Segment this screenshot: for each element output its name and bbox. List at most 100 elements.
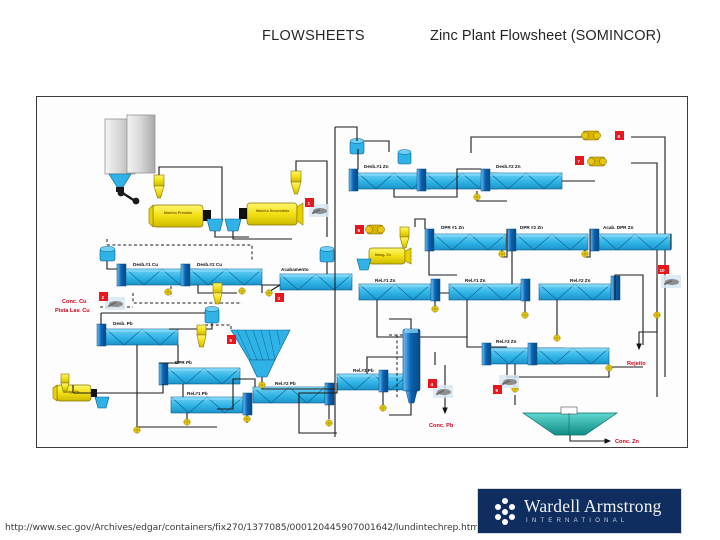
column-cell-pb xyxy=(402,328,421,404)
cell-label-desb1cu: Desb.#1 Cu xyxy=(133,262,158,267)
page-title-zinc-plant: Zinc Plant Flowsheet (SOMINCOR) xyxy=(430,28,662,44)
tank-pb-feed xyxy=(204,306,220,324)
spiral-dashed xyxy=(205,324,232,330)
cell-label-rel1pb: Rel.#1 Pb xyxy=(187,391,208,396)
cell-label-desb1zn: Desb.#1 Zn xyxy=(364,164,389,169)
cell-acabamento-cu: Acabamento xyxy=(279,267,353,291)
cell-label-rel2pb: Rel.#2 Pb xyxy=(275,381,296,386)
cell-desb1zn: Desb.#1 Zn xyxy=(348,164,499,192)
mill-secondary-label: Moinho Secundário xyxy=(256,209,290,213)
sampler-1: 1 xyxy=(305,198,330,218)
badge-label-2: 2 xyxy=(102,295,105,300)
badge-5: 5 xyxy=(227,335,236,344)
tank-acab-cu xyxy=(319,246,335,263)
spiral-pipes xyxy=(261,377,335,390)
cell-rel3pb: Rel.#3 Pb xyxy=(336,368,410,393)
cyclone-pb-feed xyxy=(196,324,207,348)
gearbox-icon-8 xyxy=(581,130,601,141)
pump-pb-2 xyxy=(325,419,333,427)
pb-column-pipes xyxy=(389,318,412,416)
tank-zn-2 xyxy=(397,149,412,165)
cell-label-desbpb: Desb. Pb xyxy=(113,321,133,326)
pump-rel-1 xyxy=(431,305,439,313)
cell-label-desb2cu: Desb.#2 Cu xyxy=(197,262,222,267)
stream-label-conc-cu: Conc. Cu xyxy=(62,299,87,305)
flowsheet-svg: Moinho Primário Moinho Secundário xyxy=(52,114,682,445)
thickener-pipes xyxy=(514,395,612,444)
feed-silos xyxy=(104,114,156,192)
mill-primary: Moinho Primário xyxy=(148,204,211,228)
cell-label-acab-cu: Acabamento xyxy=(281,267,309,272)
cell-dprpb: DPR Pb xyxy=(158,360,241,386)
cell-desb2zn: Desb.#2 Zn xyxy=(480,164,563,192)
thickener-zn xyxy=(521,406,619,436)
badge-label-1: 1 xyxy=(308,201,311,206)
pump-box-primary xyxy=(206,218,224,232)
rejeito-pipes xyxy=(636,279,658,351)
cell-label-acabdprzn: Acab. DPR Zn xyxy=(603,225,634,230)
pump-rejeito xyxy=(653,311,661,319)
gearbox-icon-6 xyxy=(365,224,385,235)
page-title-flowsheets: FLOWSHEETS xyxy=(262,28,365,44)
pump-pb-5 xyxy=(133,426,141,434)
cell-label-dprpb: DPR Pb xyxy=(175,360,192,365)
wardell-armstrong-logo: Wardell Armstrong INTERNATIONAL xyxy=(477,488,682,534)
tank-cu-feed xyxy=(99,246,116,262)
cell-label-dpr2zn: DPR #2 Zn xyxy=(520,225,543,230)
pump-pb-3 xyxy=(379,404,387,412)
stream-label-rejeito: Rejeito xyxy=(627,361,646,367)
pump-dpr-2 xyxy=(581,250,589,258)
pump-pb-1 xyxy=(243,415,251,423)
conveyor-feeder xyxy=(117,189,140,205)
badge-label-4: 4 xyxy=(431,382,434,387)
cell-desb1cu: Desb.#1 Cu xyxy=(116,262,199,287)
badge-3: 3 xyxy=(275,293,284,302)
badge-label-5: 5 xyxy=(230,338,233,343)
pump-rel-2 xyxy=(521,311,529,319)
pump-dpr-1 xyxy=(498,250,506,258)
pump-box-secondary xyxy=(224,218,242,232)
sampler-2: 2 xyxy=(99,292,126,311)
cell-rel1zn-b: Rel.#1 Zn xyxy=(448,278,531,302)
grinding-pipes xyxy=(158,160,328,240)
cell-rel3zn: Rel.#3 Zn xyxy=(481,339,610,366)
badge-label-10: 10 xyxy=(660,268,666,273)
mill-zn-regrind: Moag. Zn xyxy=(356,247,412,271)
logo-company-subtitle: INTERNATIONAL xyxy=(526,517,629,524)
badge-8: 8 xyxy=(615,131,624,140)
pump-cu-1 xyxy=(164,288,172,296)
stream-label-pista-lav-cu: Pista Lav. Cu xyxy=(55,308,90,314)
cell-desbpb: Desb. Pb xyxy=(96,321,179,347)
badge-6: 6 xyxy=(355,225,364,234)
pump-rel-3 xyxy=(553,334,561,342)
slide-header: FLOWSHEETS Zinc Plant Flowsheet (SOMINCO… xyxy=(0,28,720,54)
cell-acabdprzn: Acab. DPR Zn xyxy=(589,225,672,252)
stream-label-conc-zn: Conc. Zn xyxy=(615,439,640,445)
sampler-4: 4 xyxy=(428,379,454,399)
stream-label-conc-pb: Conc. Pb xyxy=(429,423,454,429)
cell-label-rel1zn-a: Rel.#1 Zn xyxy=(375,278,396,283)
mill-pb-regrind: Moag. Pb xyxy=(52,373,110,409)
badge-label-6: 6 xyxy=(358,228,361,233)
logo-dots-icon xyxy=(492,498,518,525)
logo-company-name: Wardell Armstrong xyxy=(524,496,662,516)
badge-7: 7 xyxy=(575,156,584,165)
source-url-text: http://www.sec.gov/Archives/edgar/contai… xyxy=(5,522,480,533)
cell-dpr2zn: DPR #2 Zn xyxy=(506,225,589,252)
cyclone-cu-feed xyxy=(212,282,223,305)
sampler-10: 10 xyxy=(658,265,682,289)
cyclone-zn-regrind xyxy=(399,226,410,249)
cell-rel1zn-a: Rel.#1 Zn xyxy=(358,278,441,302)
pump-cu-2 xyxy=(238,287,246,295)
cell-desb2cu: Desb.#2 Cu xyxy=(180,262,263,287)
cell-dpr1zn: DPR #1 Zn xyxy=(424,225,507,252)
pump-spiral xyxy=(258,381,266,389)
badge-label-7: 7 xyxy=(578,159,581,164)
pump-cu-3 xyxy=(265,289,273,297)
cell-label-desb2zn: Desb.#2 Zn xyxy=(496,164,521,169)
rel3-pipes xyxy=(506,364,643,385)
zn-dpr-pipes xyxy=(367,218,672,294)
gearbox-icon-7 xyxy=(587,156,607,167)
sampler-9: 9 xyxy=(493,374,520,394)
